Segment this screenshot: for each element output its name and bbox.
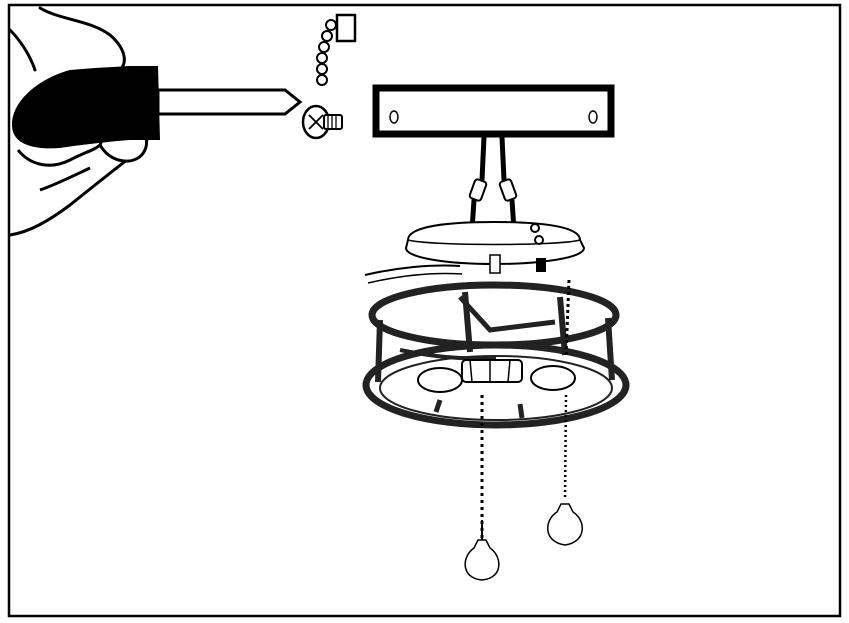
screw-icon (301, 104, 343, 140)
screwdriver-shaft (156, 88, 303, 116)
pull-chain-fob-right (547, 503, 583, 546)
pull-chain-left (464, 395, 500, 581)
lower-ring (362, 341, 630, 429)
finger-curve (16, 143, 102, 167)
bracket-hole-left (389, 110, 399, 124)
pull-chain-right (547, 279, 583, 546)
chain-tag (335, 13, 357, 43)
wires (468, 136, 518, 231)
finger-curve-2 (39, 166, 91, 192)
screwdriver-handle (12, 66, 160, 149)
light-kit-cap (404, 220, 586, 266)
screwdriver-icon (12, 66, 303, 149)
bulb-left (417, 367, 463, 393)
bracket-hole-right (588, 110, 598, 124)
mounting-bracket-icon (372, 84, 615, 138)
hand-holding-screwdriver-icon (8, 6, 149, 237)
bulb-right (530, 365, 576, 391)
pull-chain-icon (316, 13, 357, 86)
pull-chain-fob-left (464, 539, 500, 581)
light-kit-icon (362, 220, 630, 429)
